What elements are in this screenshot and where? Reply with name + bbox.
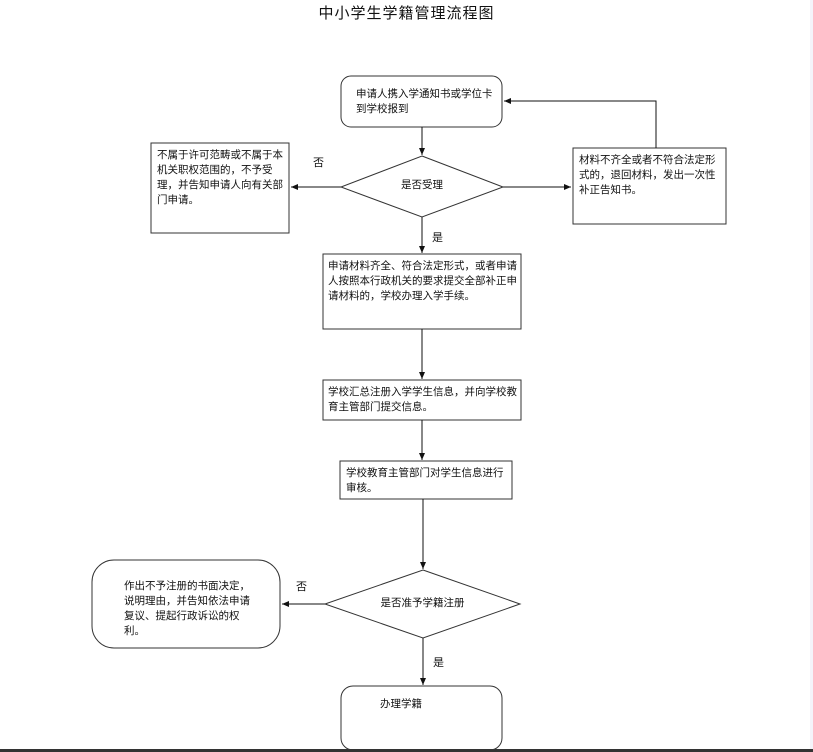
submit-info-text: 学校汇总注册入学学生信息，并向学校教育主管部门提交信息。 bbox=[328, 386, 517, 413]
page-title: 中小学生学籍管理流程图 bbox=[318, 4, 495, 22]
reject-scope-node bbox=[150, 142, 290, 234]
incomplete-text: 材料不齐全或者不符合法定形式的，退回材料，发出一次性补正告知书。 bbox=[579, 154, 716, 196]
accepted-text: 申请材料齐全、符合法定形式，或者申请人按照本行政机关的要求提交全部补正申请材料的… bbox=[328, 260, 517, 302]
end-node bbox=[340, 685, 503, 751]
incomplete-node bbox=[572, 147, 727, 225]
reject-scope-text: 不属于许可范畴或不属于本机关职权范围的，不予受理，并告知申请人向有关部门申请。 bbox=[157, 149, 283, 206]
accepted-node bbox=[322, 253, 522, 330]
decision-accept-text: 是否受理 bbox=[401, 179, 443, 191]
start-node-text: 申请人携入学通知书或学位卡到学校报到 bbox=[356, 88, 493, 115]
decision-register-text: 是否准予学籍注册 bbox=[380, 597, 465, 609]
page-bottom-edge bbox=[0, 749, 813, 752]
edge-label-accept-yes: 是 bbox=[432, 231, 443, 244]
reject-register-text: 作出不予注册的书面决定，说明理由，并告知依法申请复议、提起行政诉讼的权利。 bbox=[124, 580, 250, 637]
review-text: 学校教育主管部门对学生信息进行审核。 bbox=[346, 467, 504, 494]
edge-incomplete-start bbox=[504, 98, 657, 148]
reject-register-node bbox=[91, 559, 281, 649]
edge-label-register-no: 否 bbox=[296, 580, 307, 593]
submit-info-node bbox=[322, 379, 522, 421]
edge-label-register-yes: 是 bbox=[433, 656, 444, 669]
page-right-edge bbox=[810, 0, 813, 749]
review-node bbox=[339, 460, 513, 500]
edge-label-accept-no: 否 bbox=[313, 156, 324, 169]
end-text: 办理学籍 bbox=[380, 698, 422, 710]
